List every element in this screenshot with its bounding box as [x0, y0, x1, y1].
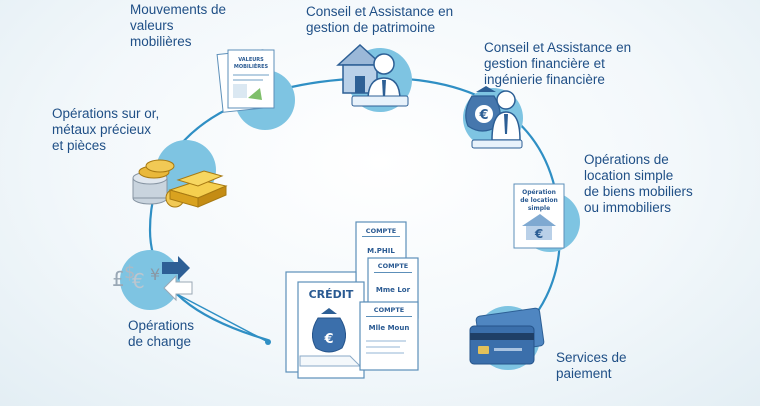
location-euro-icon: € [534, 227, 543, 241]
label-conseil-patrimoine: Conseil et Assistance en gestion de patr… [306, 4, 454, 35]
label-location: Opérations de location simple de biens m… [584, 152, 693, 215]
location-line2: de location [520, 197, 558, 204]
dollar-icon: $ [124, 262, 135, 283]
compte-label-3: COMPTE [374, 306, 404, 314]
yen-icon: ¥ [150, 265, 160, 284]
compte-label-1: COMPTE [366, 227, 396, 235]
location-line1: Opération [522, 189, 556, 196]
location-line3: simple [528, 205, 550, 212]
compte-name-2: Mme Lor [376, 286, 411, 294]
label-operations-or: Opérations sur or, métaux précieux et pi… [52, 106, 160, 153]
arrow-left-icon [163, 274, 193, 302]
euro-icon: € [478, 108, 488, 123]
compte-name-3: Mlle Moun [369, 324, 410, 332]
gold-coins-bars-icon [132, 159, 228, 208]
compte-name-1: M.PHIL [367, 247, 395, 255]
currency-change-icon: £ $ € ¥ [112, 256, 193, 302]
house-person-icon [336, 43, 409, 107]
ring-end-dot [265, 339, 271, 345]
label-mouvements: Mouvements de valeurs mobilières [130, 2, 227, 49]
label-paiement: Services de paiement [556, 350, 627, 381]
compte-label-2: COMPTE [378, 262, 408, 270]
credit-documents-icon: COMPTE M.PHIL COMPTE Mme Lor CRÉDIT € CO… [285, 221, 419, 379]
valeurs-line1: VALEURS [238, 57, 264, 63]
pound-icon: £ [112, 267, 125, 291]
arrow-right-icon [162, 256, 190, 280]
credit-title: CRÉDIT [309, 288, 354, 301]
euro-bag-person-icon: € [465, 86, 523, 149]
euro-symbol-icon: € [132, 269, 145, 293]
label-change: Opérations de change [128, 318, 195, 349]
location-document-icon: Opération de location simple € [513, 183, 565, 249]
payment-cards-icon [469, 307, 545, 365]
valeurs-document-icon: VALEURS MOBILIÈRES [216, 49, 275, 113]
valeurs-line2: MOBILIÈRES [234, 62, 269, 70]
credit-euro-icon: € [323, 332, 333, 347]
label-conseil-financiere: Conseil et Assistance en gestion financi… [484, 40, 632, 87]
